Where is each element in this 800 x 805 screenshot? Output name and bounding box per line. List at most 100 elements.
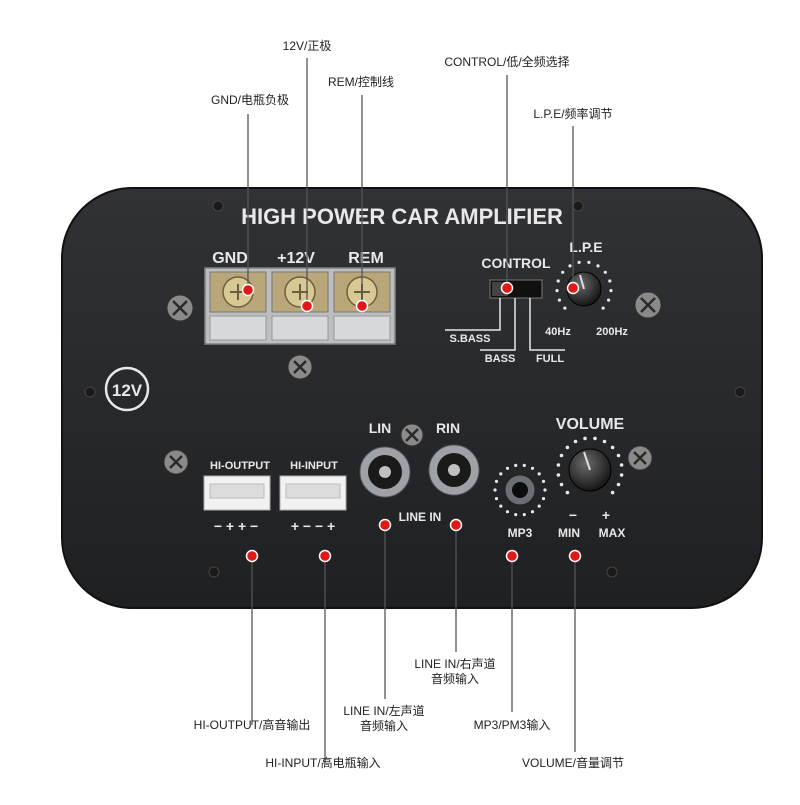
ring-dot [608, 279, 612, 283]
volume-max-label: MAX [599, 526, 626, 540]
callout-rem: REM/控制线 [328, 75, 394, 89]
ring-dot [556, 473, 561, 477]
callout-lpe: L.P.E/频率调节 [533, 106, 612, 121]
volume-minus: − [569, 507, 577, 523]
volume-knob[interactable] [568, 448, 612, 492]
callout-gnd: GND/电瓶负极 [211, 93, 289, 107]
callout-line-in-right-2: 音频输入 [431, 671, 479, 686]
ring-dot [494, 479, 499, 483]
panel-title: HIGH POWER CAR AMPLIFIER [241, 204, 563, 229]
switch-label-sbass: S.BASS [450, 333, 491, 345]
lpe-label: L.P.E [569, 239, 602, 255]
callout-line-in-left-2: 音频输入 [360, 718, 408, 733]
lpe-dot-ring [555, 260, 613, 310]
ring-dot [537, 504, 541, 508]
ring-dot [541, 479, 546, 483]
control-switch[interactable] [489, 279, 543, 299]
ring-dot [493, 488, 497, 492]
hi-input-polarity: + − − + [291, 518, 335, 534]
ring-dot [563, 306, 567, 310]
volume-dot-ring [556, 436, 624, 495]
callout-line-in-left-1: LINE IN/左声道 [343, 703, 424, 718]
hi-input-label: HI-INPUT [290, 460, 338, 472]
ring-dot [556, 463, 561, 467]
rivet [606, 566, 618, 578]
ring-dot [573, 439, 578, 444]
screw-icon [166, 294, 194, 322]
ring-dot [601, 306, 605, 310]
ring-dot [602, 439, 607, 444]
ring-dot [596, 264, 600, 268]
ring-dot [530, 510, 535, 514]
ring-dot [616, 482, 621, 487]
rin-label: RIN [436, 420, 460, 436]
ring-dot [557, 298, 562, 302]
ring-dot [514, 513, 518, 517]
ring-dot [505, 510, 510, 514]
amplifier-panel [61, 187, 763, 609]
switch-position-guides [445, 298, 565, 351]
ring-dot [530, 466, 535, 470]
ring-dot [561, 270, 565, 274]
terminal-label-12v: +12V [277, 250, 315, 267]
ring-dot [619, 463, 624, 467]
ring-dot [499, 504, 503, 508]
ring-dot [568, 264, 572, 268]
ring-dot [522, 513, 526, 517]
callout-line-in-right-1: LINE IN/右声道 [414, 656, 495, 671]
screw-icon [400, 423, 424, 447]
ring-dot [609, 289, 613, 293]
rivet [208, 566, 220, 578]
ring-dot [610, 490, 615, 495]
control-label: CONTROL [481, 255, 551, 271]
rivet [84, 386, 96, 398]
line-in-label: LINE IN [399, 510, 442, 524]
hi-output-connector[interactable] [203, 475, 271, 511]
callout-volume: VOLUME/音量调节 [522, 755, 624, 770]
ring-dot [559, 482, 564, 487]
ring-dot [494, 497, 499, 501]
screw-icon [627, 445, 653, 471]
rivet [572, 200, 584, 212]
hi-input-connector[interactable] [279, 475, 347, 511]
volume-min-label: MIN [558, 526, 580, 540]
voltage-badge: 12V [112, 381, 143, 400]
ring-dot [514, 463, 518, 467]
rca-jack-right[interactable] [428, 444, 480, 496]
ring-dot [522, 463, 526, 467]
ring-dot [565, 490, 570, 495]
volume-plus: + [602, 507, 610, 523]
lpe-min-label: 40Hz [545, 326, 571, 338]
mp3-jack[interactable] [504, 474, 536, 506]
terminal-label-rem: REM [348, 250, 384, 267]
ring-dot [499, 472, 503, 476]
lin-label: LIN [369, 420, 392, 436]
screw-icon [163, 449, 189, 475]
rca-jack-left[interactable] [359, 446, 411, 498]
callout-12v: 12V/正极 [283, 39, 332, 53]
switch-label-bass: BASS [485, 353, 516, 365]
ring-dot [593, 436, 597, 441]
ring-dot [559, 453, 564, 458]
ring-dot [607, 298, 611, 302]
leader-lines [247, 58, 576, 763]
ring-dot [610, 445, 615, 450]
callout-mp3: MP3/PM3输入 [474, 717, 551, 732]
callout-control: CONTROL/低/全频选择 [444, 54, 569, 69]
ring-dot [616, 453, 621, 458]
rivet [212, 200, 224, 212]
ring-dot [603, 270, 607, 274]
mp3-dot-ring [493, 463, 547, 517]
callout-hi-output: HI-OUTPUT/高音输出 [194, 717, 311, 732]
ring-dot [543, 488, 547, 492]
terminal-label-gnd: GND [212, 250, 248, 267]
ring-dot [587, 260, 591, 264]
callout-dots [241, 281, 582, 563]
rivet [734, 386, 746, 398]
ring-dot [583, 436, 587, 441]
ring-dot [541, 497, 546, 501]
ring-dot [556, 279, 560, 283]
ring-dot [537, 472, 541, 476]
ring-dot [555, 289, 559, 293]
